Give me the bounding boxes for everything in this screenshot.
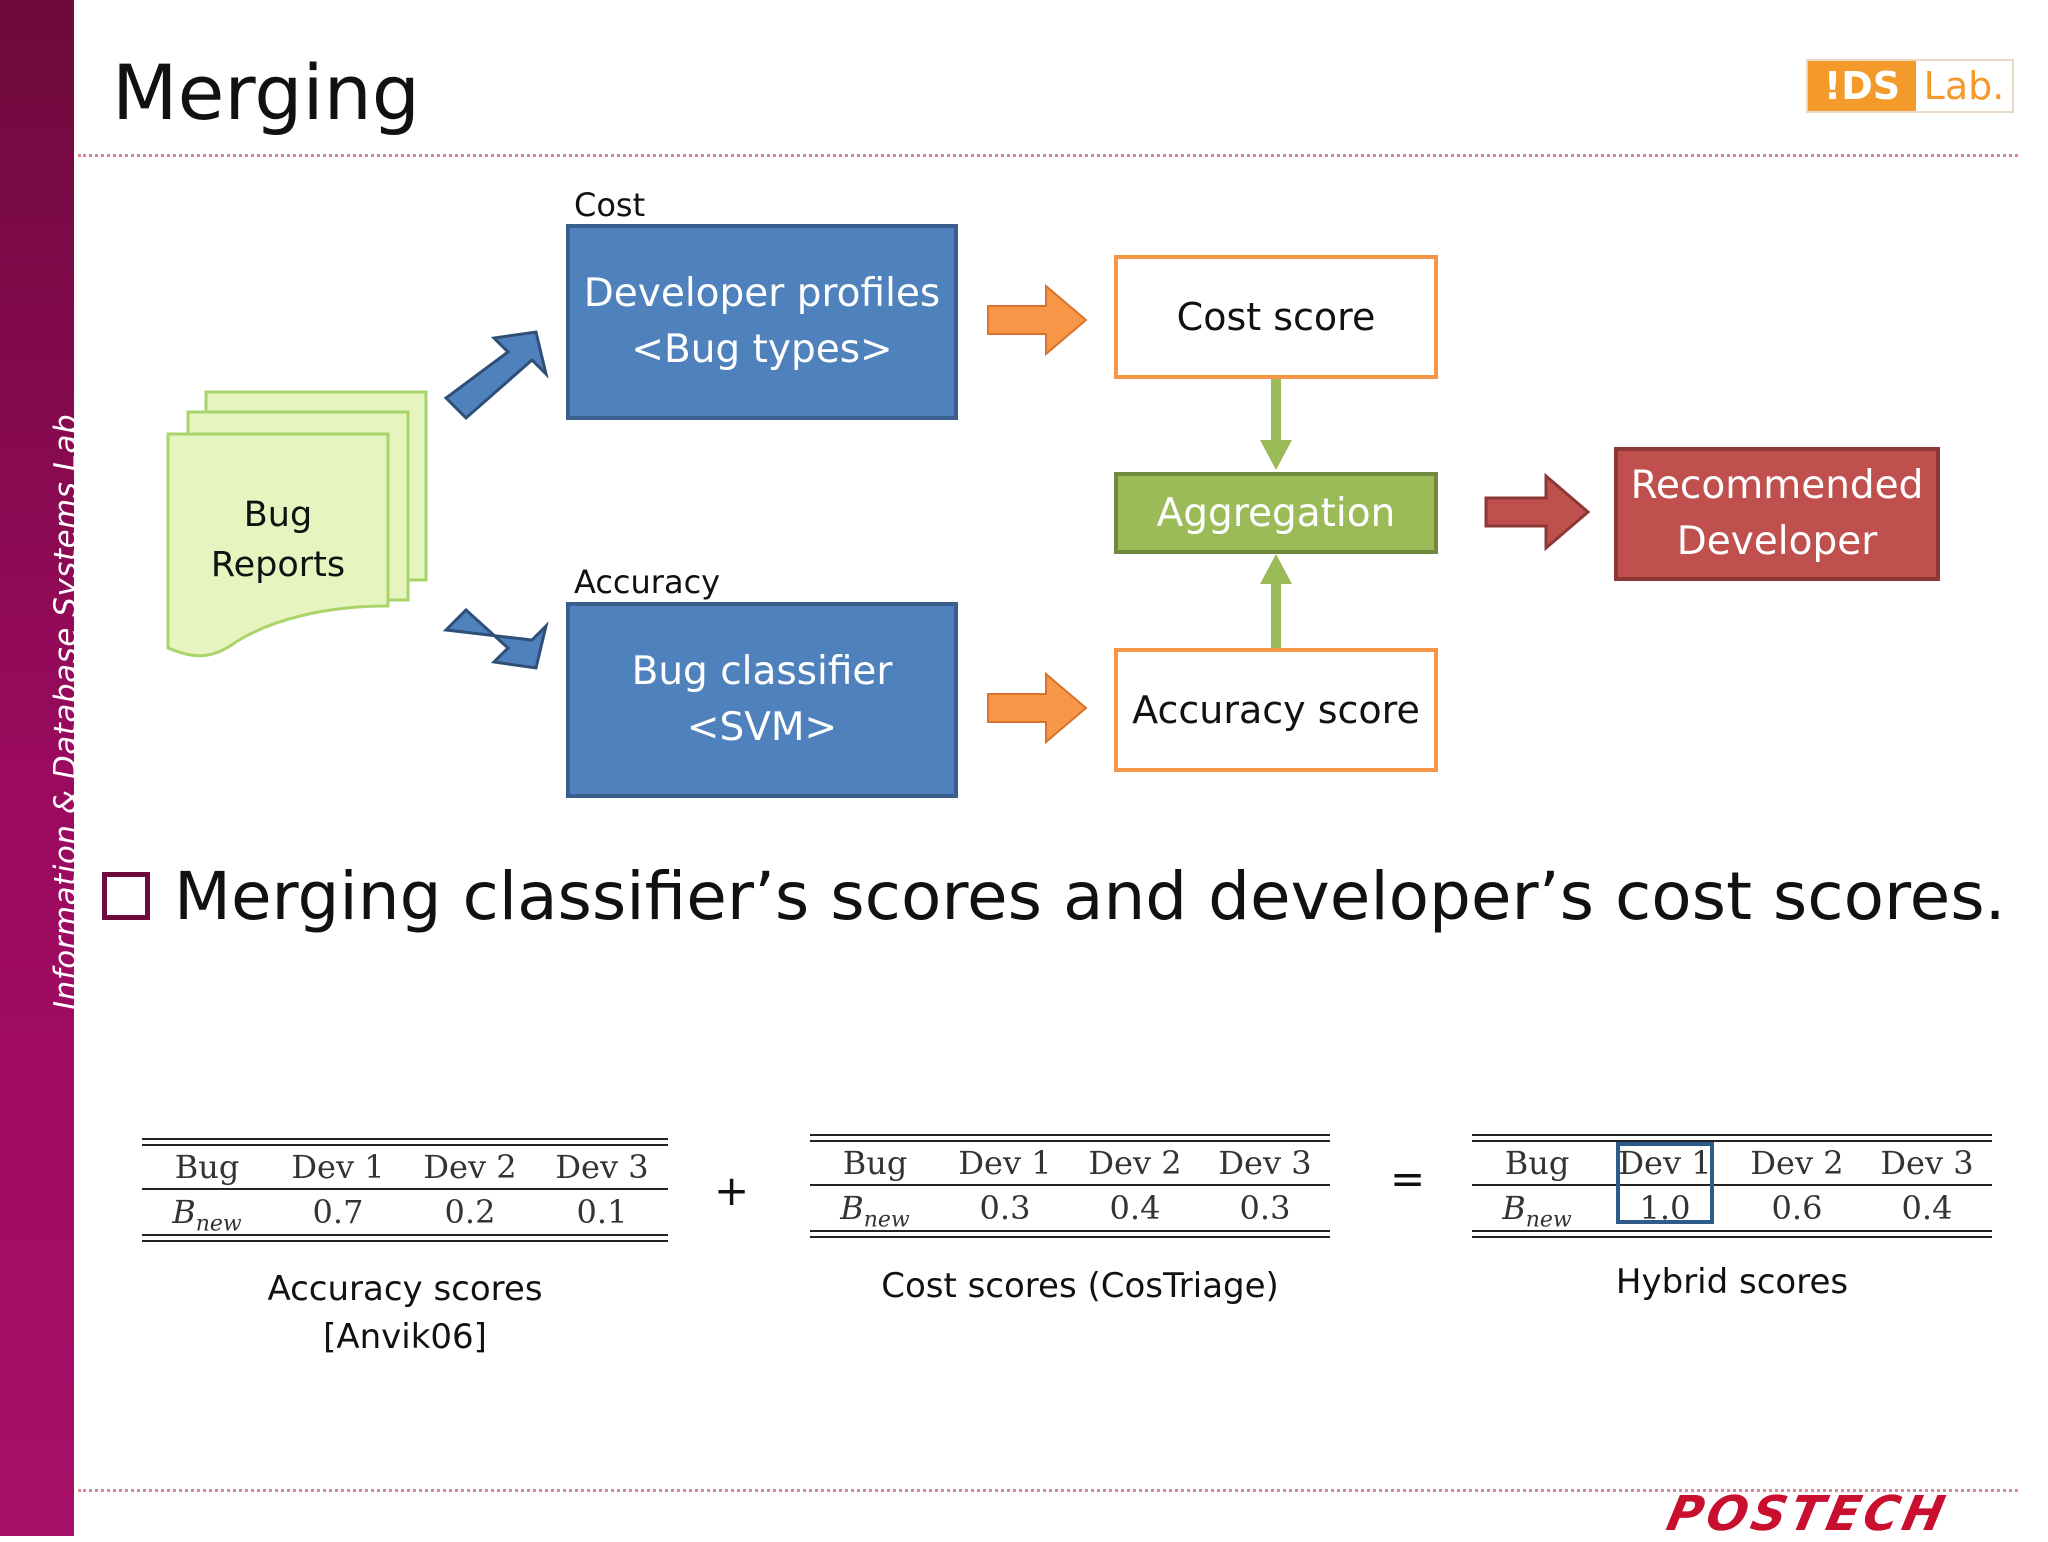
bullet-text: Merging classifier’s scores and develope… — [174, 858, 2006, 935]
logo-ids: !DS — [1808, 61, 1916, 111]
arrow-to-cost-score-icon — [987, 283, 1088, 357]
hybrid-dev3: 0.4 — [1901, 1189, 1953, 1227]
table-header-dev1: Dev 1 — [1618, 1144, 1712, 1182]
table-header-bug: Bug — [842, 1144, 908, 1182]
arrow-to-recommended-developer-icon — [1484, 472, 1591, 552]
accuracy-caption: Accuracy scores [Anvik06] — [142, 1265, 668, 1361]
hybrid-dev1: 1.0 — [1639, 1189, 1691, 1227]
arrow-accuracy-to-aggregation-icon — [1260, 554, 1292, 650]
aggregation-box: Aggregation — [1114, 472, 1438, 554]
table-header-dev2: Dev 2 — [1750, 1144, 1844, 1182]
arrow-to-accuracy-score-icon — [987, 671, 1088, 745]
accuracy-table: Bug Dev 1 Dev 2 Dev 3 Bnew 0.7 0.2 0.1 — [142, 1138, 668, 1242]
recommended-developer-box: Recommended Developer — [1614, 447, 1940, 581]
sidebar: Information & Database Systems Lab — [0, 0, 84, 1536]
table-header-dev1: Dev 1 — [958, 1144, 1052, 1182]
table-header-bug: Bug — [1504, 1144, 1570, 1182]
hybrid-table: Bug Dev 1 Dev 2 Dev 3 Bnew 1.0 0.6 0.4 — [1472, 1134, 1992, 1238]
developer-profiles-line1: Developer profiles — [583, 271, 941, 316]
cost-dev1: 0.3 — [979, 1189, 1031, 1227]
hybrid-dev2: 0.6 — [1771, 1189, 1823, 1227]
cost-caption: Cost scores (CosTriage) — [881, 1266, 1279, 1306]
table-header-dev2: Dev 2 — [423, 1148, 517, 1186]
cost-score-box: Cost score — [1114, 255, 1438, 379]
accuracy-caption-line1: Accuracy scores — [267, 1269, 543, 1309]
bullet-square-icon — [102, 872, 150, 920]
bug-classifier-box: Bug classifier <SVM> — [566, 602, 958, 798]
bug-reports-icon — [166, 390, 428, 658]
arrow-to-developer-profiles-icon — [443, 330, 549, 421]
table-header-bug: Bug — [174, 1148, 240, 1186]
table-header-dev3: Dev 3 — [555, 1148, 649, 1186]
accuracy-dev2: 0.2 — [444, 1193, 496, 1231]
ids-lab-logo: !DS Lab. — [1806, 59, 2014, 113]
table-header-dev1: Dev 1 — [291, 1148, 385, 1186]
table-row-label: Bnew — [1502, 1189, 1572, 1233]
table-header-dev2: Dev 2 — [1088, 1144, 1182, 1182]
slide-title: Merging — [112, 48, 421, 137]
recommended-line2: Developer — [1676, 519, 1878, 564]
bottom-divider — [78, 1489, 2018, 1492]
bug-reports-line1: Bug — [243, 495, 313, 535]
top-divider — [78, 154, 2018, 157]
cost-label: Cost — [574, 186, 646, 224]
hybrid-highlight — [1616, 1142, 1714, 1224]
bug-classifier-line2: <SVM> — [686, 705, 838, 750]
accuracy-score-box: Accuracy score — [1114, 648, 1438, 772]
recommended-line1: Recommended — [1630, 463, 1924, 508]
cost-dev2: 0.4 — [1109, 1189, 1161, 1227]
table-header-dev3: Dev 3 — [1218, 1144, 1312, 1182]
bug-reports-label: Bug Reports — [168, 480, 388, 600]
hybrid-caption: Hybrid scores — [1615, 1262, 1849, 1302]
table-row-label: Bnew — [172, 1193, 242, 1237]
cost-dev3: 0.3 — [1239, 1189, 1291, 1227]
logo-lab: Lab. — [1916, 61, 2012, 111]
developer-profiles-box: Developer profiles <Bug types> — [566, 224, 958, 420]
accuracy-caption-line2: [Anvik06] — [323, 1317, 487, 1357]
equals-operator: = — [1390, 1154, 1426, 1203]
arrow-to-bug-classifier-icon — [442, 607, 549, 670]
bug-reports-line2: Reports — [210, 545, 346, 585]
bug-classifier-line1: Bug classifier — [631, 649, 893, 694]
cost-table: Bug Dev 1 Dev 2 Dev 3 Bnew 0.3 0.4 0.3 — [810, 1134, 1330, 1238]
table-header-dev3: Dev 3 — [1880, 1144, 1974, 1182]
plus-operator: + — [714, 1166, 750, 1215]
accuracy-dev1: 0.7 — [312, 1193, 364, 1231]
accuracy-label: Accuracy — [574, 563, 721, 601]
postech-logo: POSTECH — [1662, 1486, 1954, 1542]
accuracy-dev3: 0.1 — [576, 1193, 628, 1231]
table-row-label: Bnew — [840, 1189, 910, 1233]
developer-profiles-line2: <Bug types> — [631, 327, 893, 372]
arrow-cost-to-aggregation-icon — [1260, 378, 1292, 470]
